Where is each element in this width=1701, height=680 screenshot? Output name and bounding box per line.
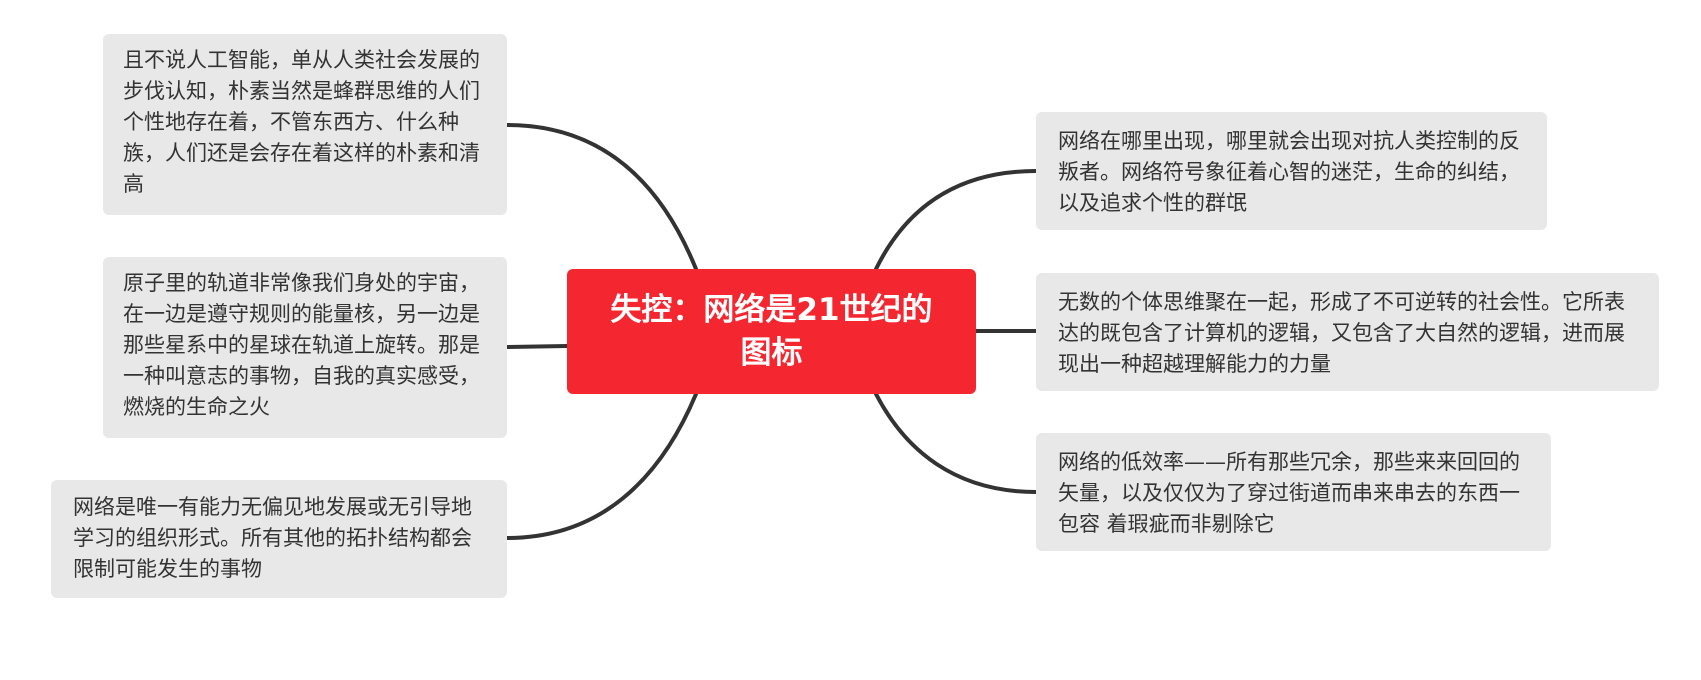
connector-right-3 xyxy=(874,392,1038,494)
central-topic-label: 失控：网络是21世纪的图标 xyxy=(610,291,933,371)
connector-left-2 xyxy=(505,344,569,349)
branch-node-text: 且不说人工智能，单从人类社会发展的步伐认知，朴素当然是蜂群思维的人们个性地存在着… xyxy=(123,48,480,196)
branch-node-left-1[interactable]: 且不说人工智能，单从人类社会发展的步伐认知，朴素当然是蜂群思维的人们个性地存在着… xyxy=(103,34,507,215)
branch-node-text: 网络在哪里出现，哪里就会出现对抗人类控制的反叛者。网络符号象征着心智的迷茫，生命… xyxy=(1058,129,1520,215)
branch-node-text: 网络的低效率——所有那些冗余，那些来来回回的矢量，以及仅仅为了穿过街道而串来串去… xyxy=(1058,450,1520,536)
branch-node-text: 网络是唯一有能力无偏见地发展或无引导地学习的组织形式。所有其他的拓扑结构都会限制… xyxy=(73,495,472,581)
connector-left-3 xyxy=(505,392,698,540)
central-topic[interactable]: 失控：网络是21世纪的图标 xyxy=(567,269,976,394)
branch-node-left-3[interactable]: 网络是唯一有能力无偏见地发展或无引导地学习的组织形式。所有其他的拓扑结构都会限制… xyxy=(51,480,507,598)
branch-node-text: 无数的个体思维聚在一起，形成了不可逆转的社会性。它所表达的既包含了计算机的逻辑，… xyxy=(1058,290,1625,376)
branch-node-right-3[interactable]: 网络的低效率——所有那些冗余，那些来来回回的矢量，以及仅仅为了穿过街道而串来串去… xyxy=(1036,433,1551,551)
connector-right-1 xyxy=(874,169,1038,271)
branch-node-right-1[interactable]: 网络在哪里出现，哪里就会出现对抗人类控制的反叛者。网络符号象征着心智的迷茫，生命… xyxy=(1036,112,1547,230)
branch-node-left-2[interactable]: 原子里的轨道非常像我们身处的宇宙，在一边是遵守规则的能量核，另一边是那些星系中的… xyxy=(103,257,507,438)
branch-node-text: 原子里的轨道非常像我们身处的宇宙，在一边是遵守规则的能量核，另一边是那些星系中的… xyxy=(123,271,480,419)
connector-left-1 xyxy=(505,123,698,271)
branch-node-right-2[interactable]: 无数的个体思维聚在一起，形成了不可逆转的社会性。它所表达的既包含了计算机的逻辑，… xyxy=(1036,273,1659,391)
